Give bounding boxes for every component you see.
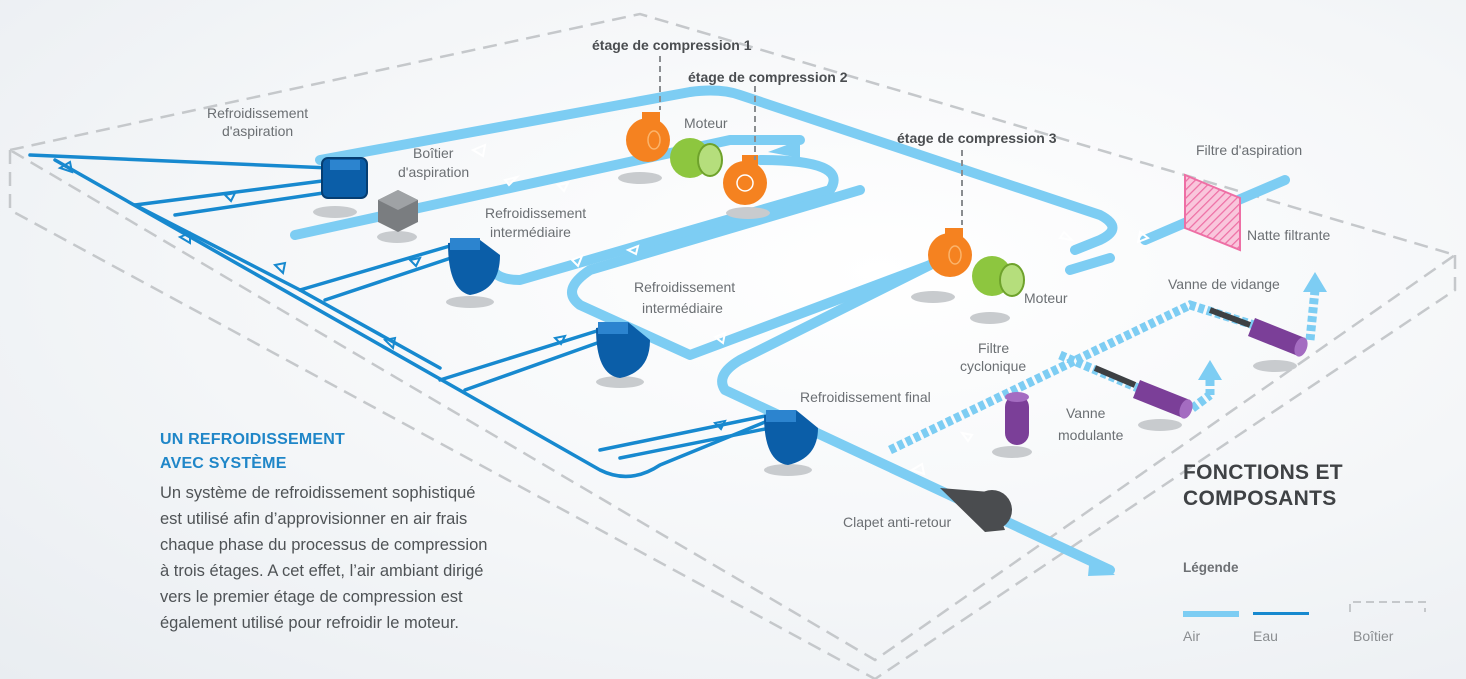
section-title-line1: FONCTIONS ET [1183,461,1343,484]
label-suction-housing-1: Boîtier [413,145,454,161]
motor-1 [670,138,723,178]
label-motor-1: Moteur [684,115,728,131]
check-valve [940,488,1012,532]
label-suction-housing-2: d'aspiration [398,164,469,180]
legend-water-label: Eau [1253,628,1278,644]
label-motor-2: Moteur [1024,290,1068,306]
legend-water-swatch [1253,612,1309,615]
compressor-stage-3 [928,228,972,277]
intro-block: UN REFROIDISSEMENT AVEC SYSTÈME Un systè… [160,428,490,636]
label-stage-3: étage de compression 3 [897,130,1057,146]
suction-housing [321,157,418,232]
label-suction-filter: Filtre d'aspiration [1196,142,1302,158]
intro-title-line1: UN REFROIDISSEMENT [160,431,345,448]
legend-housing-label: Boîtier [1353,628,1394,644]
outlet-arrow-modulante [1198,360,1222,380]
compressor-stage-1 [626,112,670,162]
outlet-arrow-vidange [1303,272,1327,292]
housing-outline [6,12,1458,679]
motor-2 [972,256,1025,297]
label-intercooling-2a: Refroidissement [634,279,735,295]
air-outlet-arrows [768,140,1327,576]
label-suction-cooling-1: Refroidissement [207,105,308,121]
label-intercooling-1a: Refroidissement [485,205,586,221]
leader-lines [659,56,963,225]
legend-title: Légende [1183,560,1239,575]
legend-air-swatch [1183,611,1239,617]
intercooler-1 [448,238,500,295]
intercooler-2 [596,322,650,378]
label-filter-mat: Natte filtrante [1247,227,1330,243]
legend-swatches [1183,601,1426,617]
component-shadows [313,172,1297,476]
label-check-valve: Clapet anti-retour [843,514,952,530]
label-modulating-valve-1: Vanne [1066,405,1106,421]
intro-text: Un système de refroidissement sophistiqu… [160,484,488,632]
intro-title-line2: AVEC SYSTÈME [160,455,287,472]
inlet-arrow-top [768,140,800,158]
label-final-cooling: Refroidissement final [800,389,931,405]
label-stage-1: étage de compression 1 [592,37,752,53]
label-cyclone-filter-2: cyclonique [960,358,1026,374]
water-piping [28,153,772,479]
label-suction-cooling-2: d'aspiration [222,123,293,139]
section-title: FONCTIONS ET COMPOSANTS [1183,460,1343,512]
drain-valve [1208,307,1308,357]
suction-filter [1184,173,1241,252]
label-drain-valve: Vanne de vidange [1168,276,1280,292]
final-cooler [764,410,818,465]
section-title-line2: COMPOSANTS [1183,487,1337,510]
label-intercooling-1b: intermédiaire [490,224,571,240]
label-stage-2: étage de compression 2 [688,69,848,85]
legend-air-label: Air [1183,628,1201,644]
water-flow-arrows [57,160,727,431]
label-modulating-valve-2: modulante [1058,427,1124,443]
label-intercooling-2b: intermédiaire [642,300,723,316]
air-flow-arrows [470,143,1151,476]
cyclone-filter [1005,392,1029,445]
outlet-arrow-main [1088,555,1115,576]
legend-housing-swatch [1349,601,1426,612]
label-cyclone-filter-1: Filtre [978,340,1009,356]
modulating-valve [1093,365,1193,419]
